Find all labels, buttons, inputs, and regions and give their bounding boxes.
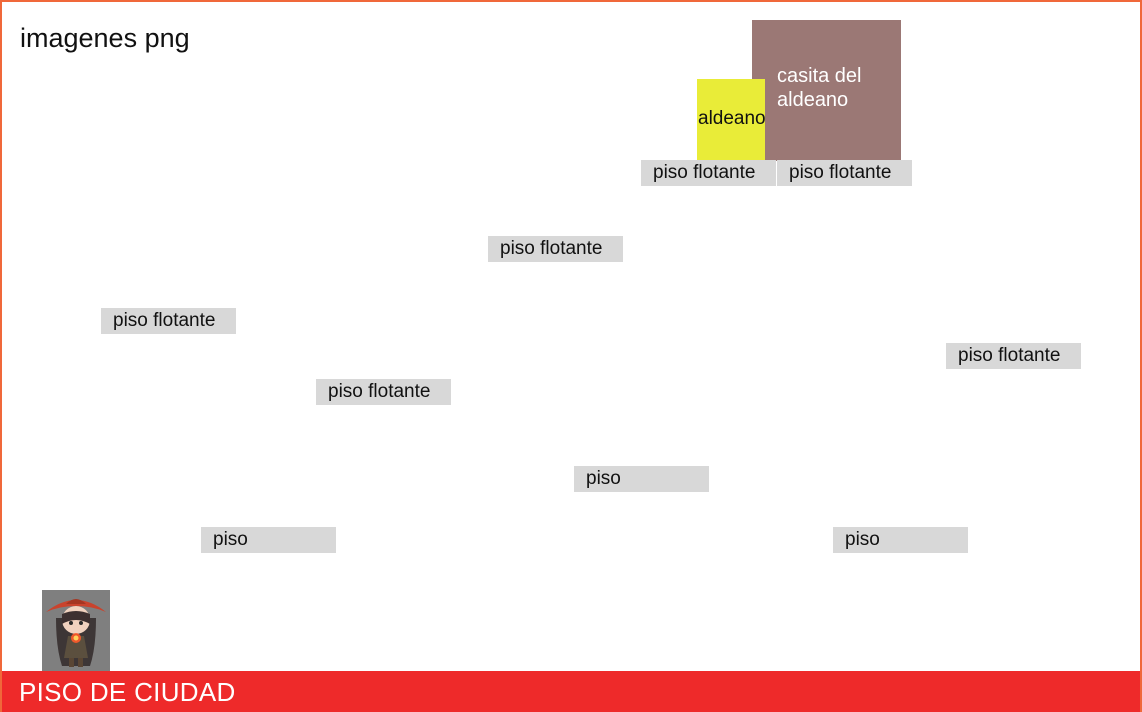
page-title: imagenes png <box>20 23 190 53</box>
villager-label: aldeano <box>698 108 766 129</box>
player-sprite <box>42 590 110 672</box>
floating-platform[interactable]: piso flotante <box>488 236 623 262</box>
floating-platform[interactable]: piso flotante <box>946 343 1081 369</box>
platform[interactable]: piso <box>201 527 336 553</box>
villager-npc[interactable]: aldeano <box>697 79 766 161</box>
villager-house-label: casita del aldeano <box>777 65 862 111</box>
floating-platform[interactable]: piso flotante <box>316 379 451 405</box>
villager-house[interactable]: casita del aldeano <box>752 20 901 161</box>
city-ground-label: PISO DE CIUDAD <box>19 677 236 707</box>
city-ground[interactable]: PISO DE CIUDAD <box>2 671 1140 712</box>
platform[interactable]: piso <box>833 527 968 553</box>
floating-platform[interactable]: piso flotante <box>101 308 236 334</box>
floating-platform[interactable]: piso flotante <box>777 160 912 186</box>
platform[interactable]: piso <box>574 466 709 492</box>
player-character-icon[interactable] <box>42 590 110 672</box>
floating-platform[interactable]: piso flotante <box>641 160 776 186</box>
